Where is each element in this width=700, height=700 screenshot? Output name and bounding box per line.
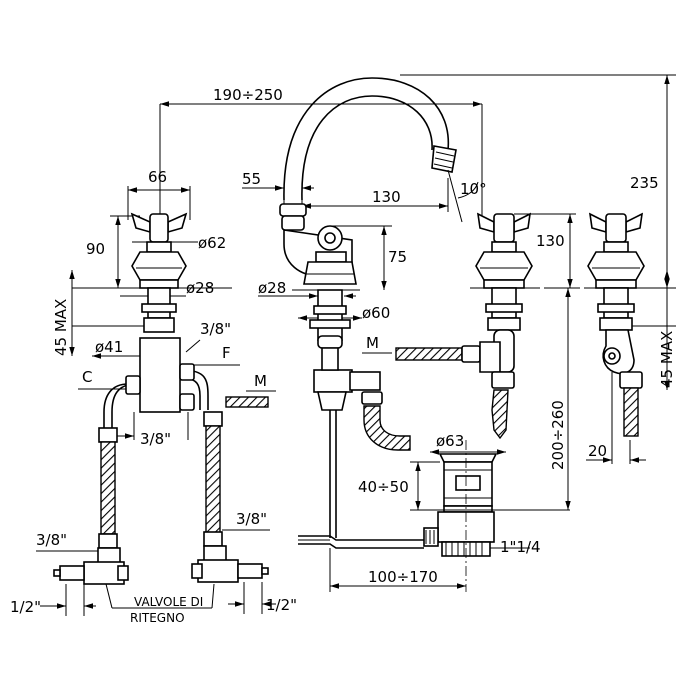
height-total-label: 235 [630, 174, 659, 192]
rosette-dia-label: ø62 [198, 234, 226, 252]
valve-label-2: RITEGNO [130, 611, 185, 625]
valve-conn-left-label: 1/2" [10, 598, 41, 616]
rod-length-label: 100÷170 [368, 568, 438, 586]
spread-dimension: 190÷250 [159, 86, 483, 218]
hose-conn-left-label: 3/8" [36, 531, 67, 549]
spout-assembly: 55 130 10° 75 ø28 ø60 [242, 77, 487, 549]
spout-shank-dia-label: ø28 [258, 279, 286, 297]
spread-label: 190÷250 [213, 86, 283, 104]
popup-waste: ø63 40÷50 1"1/4 100÷170 [329, 432, 570, 592]
side-offset-label: 20 [588, 442, 607, 460]
max-thickness-left-label: 45 MAX [52, 299, 70, 356]
side-view-handle: 45 MAX 20 [584, 212, 676, 464]
left-handle-valve: 66 90 ø62 ø28 45 MAX ø41 3 [10, 168, 297, 625]
label-c: C [82, 368, 92, 386]
valve-label-1: VALVOLE DI [134, 595, 203, 609]
waste-dia-label: ø63 [436, 432, 464, 450]
waste-height-label: 40÷50 [358, 478, 409, 496]
spout-angle-label: 10° [460, 180, 487, 198]
shank-dia-left-label: ø28 [186, 279, 214, 297]
install-depth-label: 200÷260 [549, 400, 567, 470]
label-m-left: M [254, 372, 267, 390]
connection-bottom-label: 3/8" [140, 430, 171, 448]
total-height-dimension: 235 [400, 74, 676, 288]
connection-top-label: 3/8" [200, 320, 231, 338]
valve-conn-right-label: 1/2" [266, 596, 297, 614]
waste-thread-label: 1"1/4 [500, 538, 541, 556]
right-handle-height-label: 130 [536, 232, 565, 250]
handle-width-label: 66 [148, 168, 167, 186]
handle-height-label: 90 [86, 240, 105, 258]
spout-base-dia-label: ø60 [362, 304, 390, 322]
label-f: F [222, 344, 231, 362]
spout-reach-label: 130 [372, 188, 401, 206]
label-m-center: M [366, 334, 379, 352]
spout-body-height-label: 75 [388, 248, 407, 266]
hose-conn-right-label: 3/8" [236, 510, 267, 528]
body-dia-label: ø41 [95, 338, 123, 356]
right-handle-valve: 130 200÷260 [470, 212, 580, 510]
max-thickness-right-label: 45 MAX [658, 331, 676, 388]
spout-offset-label: 55 [242, 170, 261, 188]
